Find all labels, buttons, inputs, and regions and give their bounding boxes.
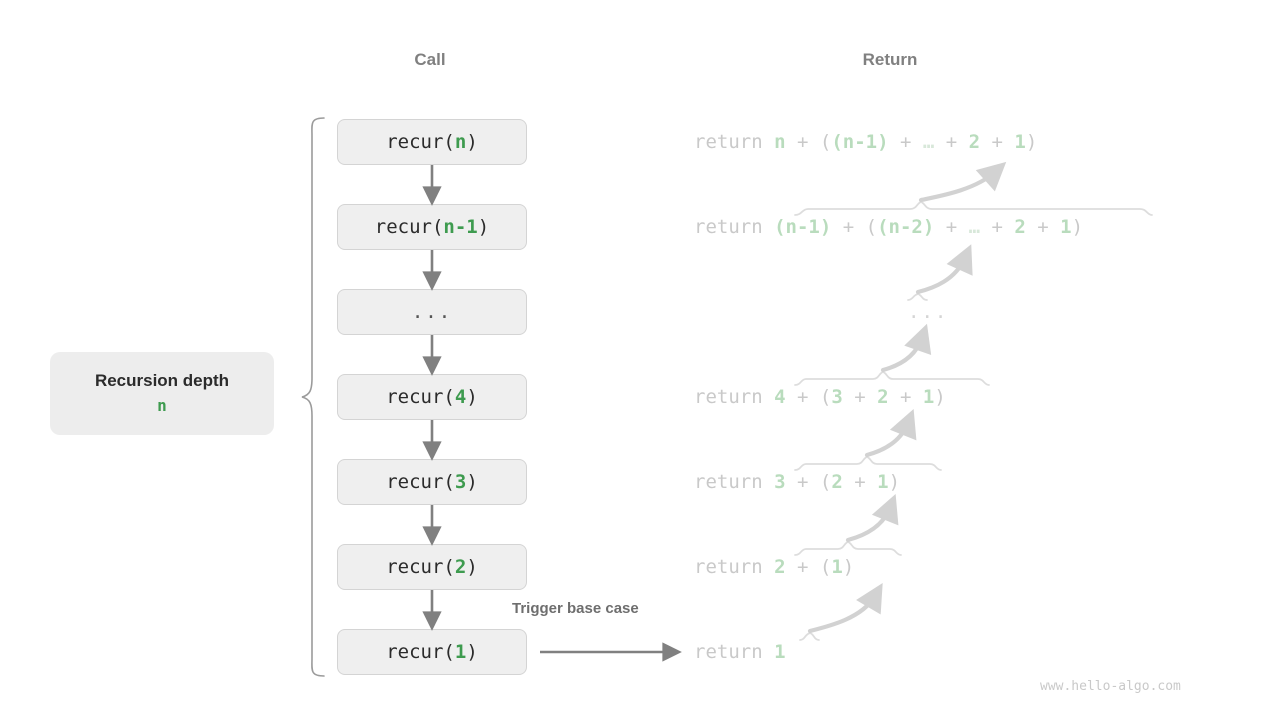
return-expression: 3 + (2 + 1) [774,471,901,493]
return-row-ellipsis: ... [908,301,949,323]
recursion-depth-title: Recursion depth [94,370,230,390]
call-box-recur-n-1: recur(n-1) [337,204,527,250]
return-keyword: return [694,471,763,493]
return-brace-dots [907,293,928,301]
return-keyword: return [694,386,763,408]
return-keyword: return [694,216,763,238]
call-box-text: recur(4) [386,386,478,408]
return-expression: 1 [774,641,786,663]
return-row-4: return 4 + (3 + 2 + 1) [694,386,946,408]
return-row-n: return n + ((n-1) + … + 2 + 1) [694,131,1037,153]
call-box-text: recur(1) [386,641,478,663]
call-box-recur-n: recur(n) [337,119,527,165]
recursion-depth-brace [301,117,325,677]
call-box-text: recur(n) [386,131,478,153]
return-expression: 4 + (3 + 2 + 1) [774,386,946,408]
return-arrow-0 [807,582,883,634]
call-box-recur-3: recur(3) [337,459,527,505]
return-keyword: return [694,641,763,663]
call-box-ellipsis: ... [337,289,527,335]
call-box-text: recur(n-1) [374,216,490,238]
call-box-recur-1: recur(1) [337,629,527,675]
return-brace-4 [794,371,990,386]
footer-watermark: www.hello-algo.com [1040,679,1181,694]
return-row-1: return 1 [694,641,786,663]
return-arrow-1 [845,493,899,543]
return-expression: 2 + (1) [774,556,855,578]
return-brace-2-row [794,541,902,556]
return-arrow-4 [915,244,973,295]
call-box-recur-2: recur(2) [337,544,527,590]
call-box-recur-4: recur(4) [337,374,527,420]
return-expression: (n-1) + ((n-2) + … + 2 + 1) [774,216,1084,238]
return-arrow-2 [864,408,917,458]
return-brace-3 [794,456,942,471]
return-brace-1 [799,632,820,641]
return-row-3: return 3 + (2 + 1) [694,471,900,493]
call-box-text: recur(3) [386,471,478,493]
return-arrow-3 [880,323,932,373]
return-row-n-1: return (n-1) + ((n-2) + … + 2 + 1) [694,216,1083,238]
trigger-base-case-label: Trigger base case [512,600,639,617]
return-row-2: return 2 + (1) [694,556,854,578]
recursion-depth-value: n [157,395,167,415]
return-keyword: return [694,556,763,578]
column-header-call: Call [414,50,446,69]
return-keyword: return [694,131,763,153]
return-arrow-5 [918,161,1007,203]
call-box-text: ... [411,301,453,323]
return-brace-2 [794,201,1153,216]
column-header-return: Return [862,50,918,69]
recursion-depth-panel: Recursion depth n [50,352,274,435]
call-box-text: recur(2) [386,556,478,578]
return-expression: n + ((n-1) + … + 2 + 1) [774,131,1038,153]
